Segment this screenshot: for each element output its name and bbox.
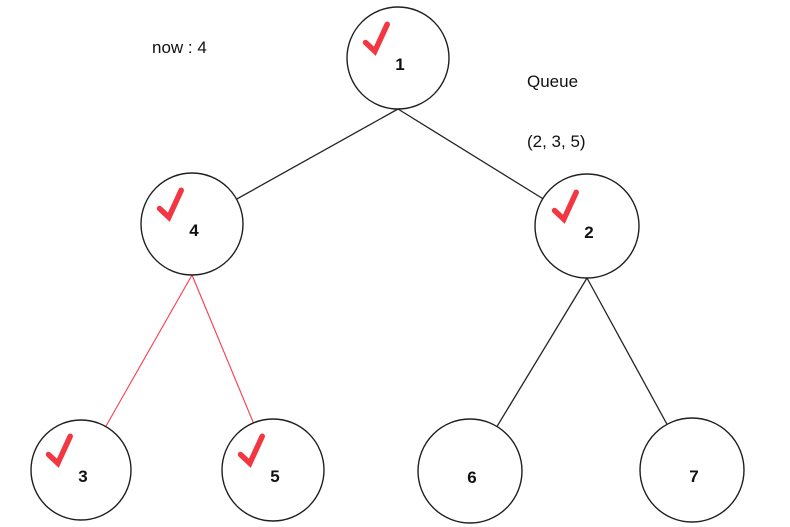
- node-label-2: 2: [584, 223, 593, 242]
- node-label-4: 4: [189, 221, 199, 240]
- tree-node-3: 3: [30, 419, 132, 521]
- queue-items: (2, 3, 5): [527, 132, 586, 151]
- node-label-7: 7: [689, 467, 698, 486]
- check-icon: [156, 187, 184, 222]
- tree-node-4: 4: [140, 172, 244, 276]
- tree-node-5: 5: [221, 418, 325, 522]
- queue-title: Queue: [527, 72, 579, 91]
- node-circle-2: [534, 173, 640, 279]
- node-circle-3: [30, 419, 132, 521]
- node-label-3: 3: [78, 467, 87, 486]
- check-icon: [237, 433, 265, 468]
- tree-node-1: 1: [346, 6, 450, 110]
- node-label-1: 1: [395, 55, 404, 74]
- node-circle-1: [346, 6, 450, 110]
- node-label-6: 6: [467, 468, 476, 487]
- node-circle-7: [639, 417, 745, 523]
- tree-node-2: 2: [534, 173, 640, 279]
- check-icon: [45, 433, 73, 468]
- check-icon: [362, 21, 390, 56]
- now-label: now : 4: [152, 38, 207, 57]
- queue-label: Queue (2, 3, 5): [527, 32, 586, 192]
- tree-node-6: 6: [417, 418, 523, 524]
- node-label-5: 5: [270, 467, 279, 486]
- node-circle-6: [417, 418, 523, 524]
- node-circle-5: [221, 418, 325, 522]
- node-circle-4: [140, 172, 244, 276]
- check-icon: [551, 189, 579, 224]
- tree-node-7: 7: [639, 417, 745, 523]
